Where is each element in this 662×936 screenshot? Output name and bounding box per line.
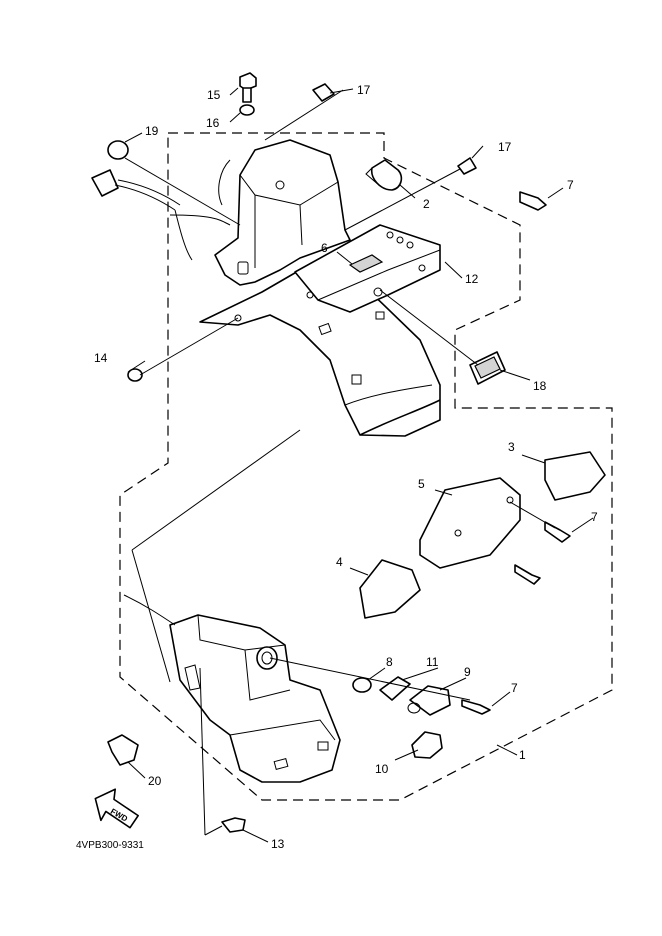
callout-15: 15 (207, 88, 221, 102)
callout-7-low: 7 (511, 681, 518, 695)
fwd-arrow-icon: FWD (94, 788, 139, 829)
screw-7-low (461, 699, 491, 715)
lens-3 (544, 451, 606, 501)
assembly-boundary (119, 132, 613, 801)
gasket-11 (379, 676, 411, 701)
bolt-15 (239, 72, 257, 103)
callout-6: 6 (321, 241, 328, 255)
washer-16 (239, 104, 255, 116)
reflector-18 (469, 351, 506, 385)
nut-17-right (457, 157, 477, 175)
grommet-19 (107, 140, 129, 160)
callout-3: 3 (508, 440, 515, 454)
socket-9 (407, 685, 451, 716)
bulb-2 (365, 159, 403, 191)
nut-17-top (312, 83, 335, 102)
callout-10: 10 (375, 762, 389, 776)
callout-14: 14 (94, 351, 108, 365)
callout-13: 13 (271, 837, 285, 851)
bulb-8 (352, 677, 372, 693)
callout-1: 1 (519, 748, 526, 762)
callout-2: 2 (423, 197, 430, 211)
callout-11: 11 (426, 655, 439, 669)
diagram-code: 4VPB300-9331 (76, 840, 144, 851)
pad-6 (348, 254, 384, 273)
screw-7-mid (544, 521, 571, 543)
leader-lines (124, 87, 594, 843)
callout-12: 12 (465, 272, 479, 286)
rear-fender (199, 269, 441, 437)
callouts: 15 16 17 19 17 7 2 6 12 14 18 3 5 7 4 8 … (94, 83, 598, 851)
clamp-20 (107, 734, 139, 766)
taillight-unit (169, 614, 341, 783)
callout-18: 18 (533, 379, 547, 393)
wire-harness-lower (123, 594, 176, 626)
callout-19: 19 (145, 124, 159, 138)
callout-5: 5 (418, 477, 425, 491)
wire-harness-upper (91, 169, 231, 261)
callout-20: 20 (148, 774, 162, 788)
callout-7-top: 7 (567, 178, 574, 192)
grommet-14 (127, 368, 143, 382)
callout-9: 9 (464, 665, 471, 679)
callout-8: 8 (386, 655, 393, 669)
callout-17-top: 17 (357, 83, 371, 97)
callout-4: 4 (336, 555, 343, 569)
callout-17-right: 17 (498, 140, 512, 154)
callout-16: 16 (206, 116, 220, 130)
screw-lens (514, 564, 541, 585)
lens-10 (411, 731, 443, 759)
screw-13 (221, 817, 246, 833)
lens-5 (419, 477, 521, 569)
lens-4 (359, 559, 421, 619)
callout-7-mid: 7 (591, 510, 598, 524)
screw-7-top (519, 191, 547, 211)
